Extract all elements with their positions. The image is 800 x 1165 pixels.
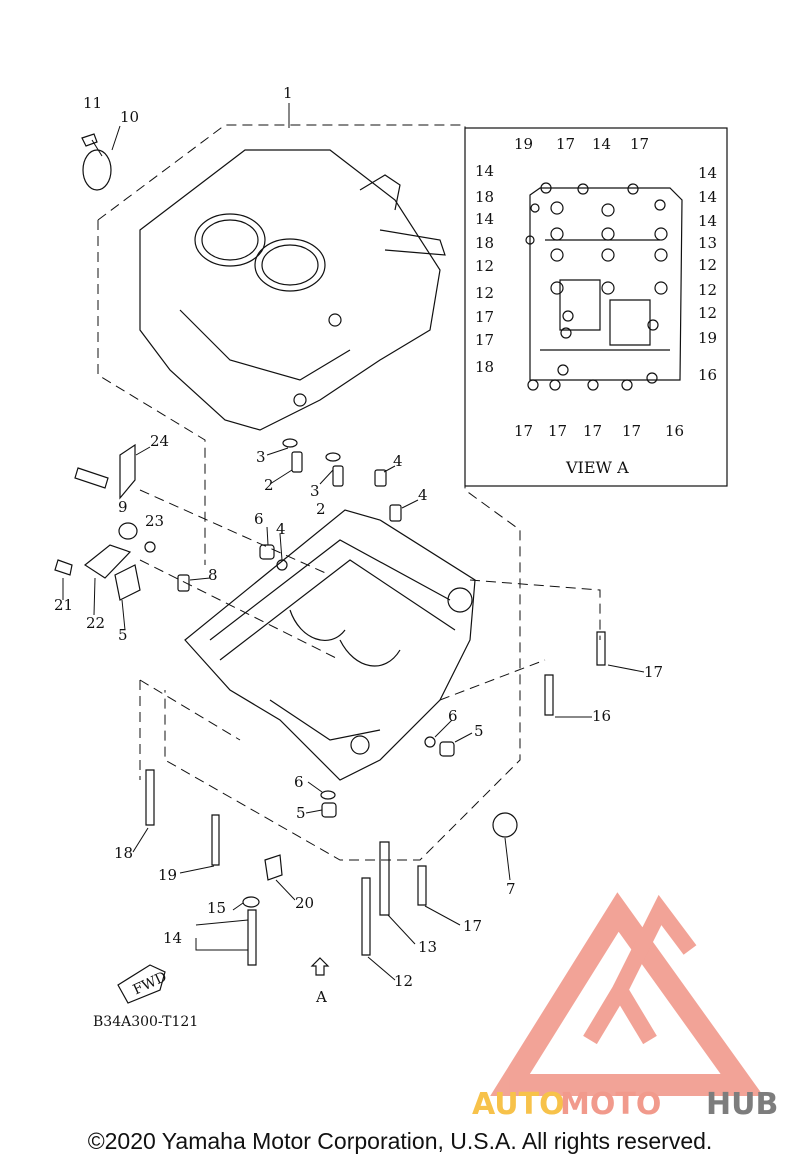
view-callout-14: 13 — [698, 234, 717, 252]
view-callout-3: 14 — [592, 135, 611, 153]
view-callout-25: 17 — [583, 422, 602, 440]
watermark-logo — [490, 892, 764, 1096]
view-callout-8: 14 — [698, 188, 717, 206]
callout-29: 14 — [163, 929, 182, 947]
callout-20: 16 — [592, 707, 611, 725]
callout-7: 3 — [310, 482, 320, 500]
view-callout-20: 17 — [475, 331, 494, 349]
watermark-moto: MOTO — [560, 1087, 661, 1122]
view-callout-26: 17 — [622, 422, 641, 440]
callout-17: 6 — [254, 510, 264, 528]
callout-33: 7 — [506, 880, 516, 898]
callout-23: 6 — [294, 773, 304, 791]
copyright-notice: ©2020 Yamaha Motor Corporation, U.S.A. A… — [87, 1128, 713, 1154]
view-a-callouts: 19 17 14 17 14 14 18 14 14 14 18 12 12 13 12 12 12 17 19 17… — [475, 135, 717, 440]
callout-28: 15 — [207, 899, 226, 917]
callout-22: 5 — [474, 722, 484, 740]
view-callout-9: 14 — [475, 210, 494, 228]
view-callout-22: 18 — [475, 358, 494, 376]
view-callout-6: 14 — [698, 164, 717, 182]
callout-5: 3 — [256, 448, 266, 466]
view-title: VIEW A — [565, 458, 629, 477]
callout-9: 4 — [393, 452, 403, 470]
callout-6: 2 — [264, 476, 274, 494]
watermark-auto: AUTO — [472, 1087, 565, 1122]
callout-19: 17 — [644, 663, 663, 681]
view-callout-19: 19 — [698, 329, 717, 347]
callout-25: 18 — [114, 844, 133, 862]
view-callout-13: 12 — [698, 256, 717, 274]
watermark-hub: HUB — [706, 1087, 778, 1122]
view-callout-18: 17 — [475, 308, 494, 326]
callout-30: 13 — [418, 938, 437, 956]
callout-32: 17 — [463, 917, 482, 935]
callout-1: 1 — [283, 84, 293, 102]
direction-label: A — [315, 988, 327, 1006]
view-callout-27: 16 — [665, 422, 684, 440]
view-callout-12: 12 — [475, 257, 494, 275]
callout-8: 2 — [316, 500, 326, 518]
view-callout-23: 17 — [514, 422, 533, 440]
view-callout-1: 19 — [514, 135, 533, 153]
view-callout-10: 14 — [698, 212, 717, 230]
view-callout-11: 18 — [475, 234, 494, 252]
view-callout-2: 17 — [556, 135, 575, 153]
fwd-arrow-icon — [117, 964, 166, 1004]
lower-crankcase — [184, 509, 476, 781]
watermark-wordmark: AUTO MOTO HUB — [472, 1087, 778, 1122]
callout-4: 24 — [150, 432, 169, 450]
view-callout-21: 16 — [698, 366, 717, 384]
callout-12: 9 — [118, 498, 128, 516]
view-callout-7: 18 — [475, 188, 494, 206]
view-callout-15: 12 — [475, 284, 494, 302]
callout-3: 10 — [120, 108, 139, 126]
callout-27: 20 — [295, 894, 314, 912]
callout-13: 23 — [145, 512, 164, 530]
view-callout-17: 12 — [698, 304, 717, 322]
view-callout-5: 14 — [475, 162, 494, 180]
upper-crankcase — [139, 149, 446, 431]
view-callout-24: 17 — [548, 422, 567, 440]
callout-2: 11 — [83, 94, 102, 112]
dashed-boundaries — [97, 124, 601, 861]
callout-14: 21 — [54, 596, 73, 614]
callout-31: 12 — [394, 972, 413, 990]
direction-arrow-icon — [310, 957, 330, 976]
callout-16: 5 — [118, 626, 128, 644]
callout-15: 22 — [86, 614, 105, 632]
callout-24: 5 — [296, 804, 306, 822]
drawing-code: B34A300-T121 — [93, 1014, 198, 1030]
small-parts — [54, 133, 606, 1004]
callout-18: 4 — [276, 520, 286, 538]
view-callout-4: 17 — [630, 135, 649, 153]
callout-10: 4 — [418, 486, 428, 504]
view-callout-16: 12 — [698, 281, 717, 299]
callout-11: 8 — [208, 566, 218, 584]
callout-26: 19 — [158, 866, 177, 884]
view-a-inset — [464, 127, 728, 487]
callout-21: 6 — [448, 707, 458, 725]
leader-lines — [62, 103, 645, 981]
